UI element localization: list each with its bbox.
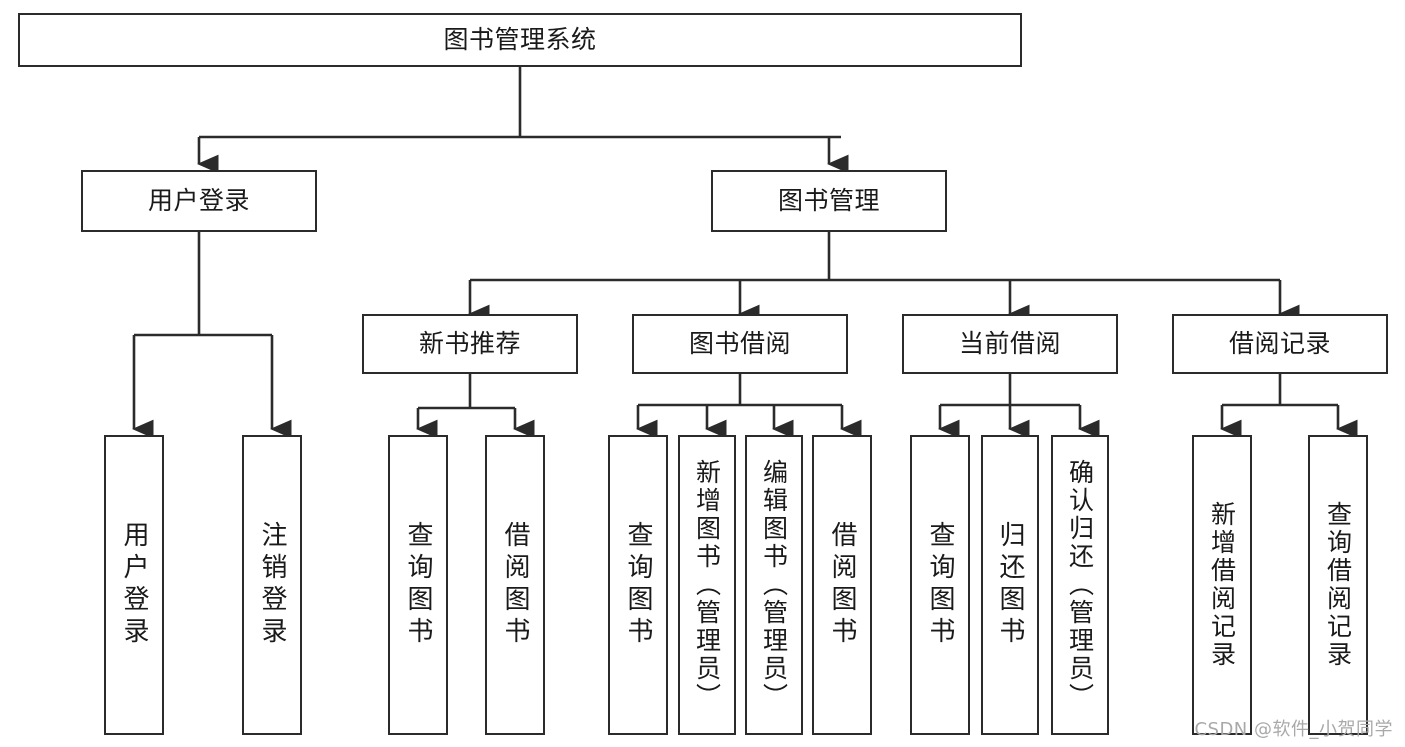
node-leaf-query-book-borrow[interactable]: 查询图书 — [608, 435, 668, 735]
node-book-management[interactable]: 图书管理 — [711, 170, 947, 232]
node-new-book-recommend[interactable]: 新书推荐 — [362, 314, 578, 374]
node-label: 用户登录 — [119, 521, 149, 649]
node-leaf-query-book-recommend[interactable]: 查询图书 — [388, 435, 448, 735]
watermark-text: CSDN @软件_小贺同学 — [1194, 719, 1393, 740]
node-label: 查询图书 — [925, 521, 955, 649]
node-label: 借阅记录 — [1228, 329, 1331, 359]
node-label: 图书管理 — [777, 186, 880, 216]
node-leaf-query-borrow-record[interactable]: 查询借阅记录 — [1308, 435, 1368, 735]
node-leaf-confirm-return[interactable]: 确认归还（管理员） — [1051, 435, 1109, 735]
node-leaf-borrow-book[interactable]: 借阅图书 — [812, 435, 872, 735]
node-user-login[interactable]: 用户登录 — [81, 170, 317, 232]
node-label: 查询借阅记录 — [1323, 501, 1353, 669]
node-label: 查询图书 — [623, 521, 653, 649]
node-label: 注销登录 — [257, 521, 287, 649]
node-label: 图书管理系统 — [443, 25, 597, 55]
node-book-borrow[interactable]: 图书借阅 — [632, 314, 848, 374]
node-label: 新增借阅记录 — [1207, 501, 1237, 669]
node-leaf-return-book[interactable]: 归还图书 — [981, 435, 1039, 735]
node-borrow-record[interactable]: 借阅记录 — [1172, 314, 1388, 374]
node-root-system[interactable]: 图书管理系统 — [18, 13, 1022, 67]
node-label: 归还图书 — [995, 521, 1025, 649]
node-label: 编辑图书（管理员） — [759, 459, 789, 711]
node-label: 新书推荐 — [418, 329, 521, 359]
node-leaf-edit-book[interactable]: 编辑图书（管理员） — [745, 435, 803, 735]
node-leaf-add-borrow-record[interactable]: 新增借阅记录 — [1192, 435, 1252, 735]
node-leaf-query-book-current[interactable]: 查询图书 — [910, 435, 970, 735]
node-leaf-user-login[interactable]: 用户登录 — [104, 435, 164, 735]
node-label: 新增图书（管理员） — [692, 459, 722, 711]
node-label: 查询图书 — [403, 521, 433, 649]
node-leaf-add-book[interactable]: 新增图书（管理员） — [678, 435, 736, 735]
node-current-borrow[interactable]: 当前借阅 — [902, 314, 1118, 374]
node-label: 当前借阅 — [958, 329, 1061, 359]
node-label: 借阅图书 — [827, 521, 857, 649]
node-label: 图书借阅 — [688, 329, 791, 359]
node-leaf-logout-login[interactable]: 注销登录 — [242, 435, 302, 735]
node-label: 确认归还（管理员） — [1065, 459, 1095, 711]
node-label: 用户登录 — [147, 186, 250, 216]
node-label: 借阅图书 — [500, 521, 530, 649]
node-leaf-borrow-book-recommend[interactable]: 借阅图书 — [485, 435, 545, 735]
